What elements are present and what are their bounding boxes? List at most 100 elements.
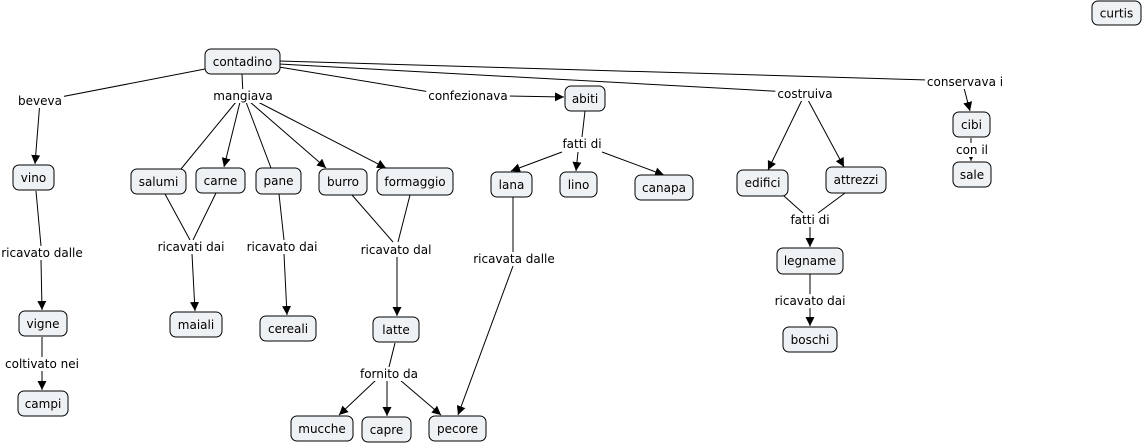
link-con-il: con il [956,143,988,157]
svg-text:boschi: boschi [791,333,830,347]
svg-text:lana: lana [499,178,525,192]
concept-contadino[interactable]: contadino [204,48,281,75]
concept-pane[interactable]: pane [255,167,302,195]
concept-burro[interactable]: burro [318,168,368,196]
svg-text:carne: carne [204,174,238,188]
svg-text:edifici: edifici [745,176,781,190]
link-ricavati-dai: ricavati dai [158,240,225,254]
svg-text:cereali: cereali [268,322,308,336]
svg-text:mucche: mucche [298,422,345,436]
connections [31,60,976,416]
svg-text:salumi: salumi [139,175,179,189]
svg-text:curtis: curtis [1100,7,1133,21]
link-label-background [924,75,1006,89]
concept-attrezzi[interactable]: attrezzi [825,166,887,194]
edge-contadino-confezionava [278,66,431,93]
svg-text:cibi: cibi [961,118,982,132]
link-label-background [426,89,510,103]
svg-text:legname: legname [784,254,836,268]
link-label-background [775,87,835,101]
concept-salumi[interactable]: salumi [130,168,187,195]
concept-boschi[interactable]: boschi [782,326,838,353]
edge-salumi-ricavati-dai [164,193,191,241]
edge-costruiva-attrezzi [807,99,845,168]
edge-contadino-beveva [39,68,206,102]
link-ricavato-dal: ricavato dal [361,243,432,257]
link-ricavata-dalle: ricavata dalle [473,252,555,266]
svg-text:vino: vino [21,171,46,185]
link-fatti-di-abiti: fatti di [562,137,601,151]
edge-fatti-di-lana [510,151,563,173]
link-label-background [471,252,557,266]
edge-mangiava-formaggio [255,100,387,169]
edge-burro-ricavato-dal [351,194,394,243]
edge-carne-ricavati-dai [192,192,217,241]
link-mangiava: mangiava [213,89,272,103]
concept-vigne[interactable]: vigne [18,310,68,337]
concept-mucche[interactable]: mucche [290,415,354,442]
link-label-background [953,143,991,157]
concept-campi[interactable]: campi [17,390,69,417]
link-label-background [3,357,81,371]
concept-cereali[interactable]: cereali [259,315,317,342]
link-label-background [16,94,64,108]
link-label-background [788,213,832,227]
svg-text:campi: campi [25,397,62,411]
concept-lino[interactable]: lino [559,171,598,198]
edge-abiti-fatti-di [581,110,586,138]
link-ricavato-dai-pane: ricavato dai [247,240,318,254]
edge-contadino-costruiva [278,63,791,93]
concepts: curtis contadino vino vigne campi salumi… [12,0,1142,443]
concept-legname[interactable]: legname [776,247,844,275]
edge-mangiava-salumi [180,101,237,170]
concept-lana[interactable]: lana [490,171,533,198]
concept-pecore[interactable]: pecore [428,415,487,442]
edge-ricavato-dai-cereali [282,253,292,316]
svg-text:maiali: maiali [178,318,214,332]
link-fatti-di-edifici: fatti di [790,213,829,227]
svg-text:pecore: pecore [437,422,478,436]
link-label-background [155,240,227,254]
svg-text:burro: burro [327,175,359,189]
edge-mangiava-pane [245,101,272,169]
concept-sale[interactable]: sale [952,161,992,188]
edge-attrezzi-fatti-di [817,192,846,214]
edge-edifici-fatti-di [783,195,804,214]
link-label-background [0,246,85,260]
concept-latte[interactable]: latte [372,316,420,343]
edge-ricavati-dai-maiali [190,253,200,312]
link-confezionava: confezionava [428,89,508,103]
concept-carne[interactable]: carne [195,167,246,194]
edge-latte-fornito-da [388,342,396,368]
edge-formaggio-ricavato-dal [397,194,411,243]
svg-text:pane: pane [264,174,294,188]
svg-text:lino: lino [568,178,590,192]
link-label-background [772,294,848,308]
concept-capre[interactable]: capre [361,416,412,443]
svg-text:latte: latte [382,323,409,337]
concept-maiali[interactable]: maiali [169,311,223,338]
link-label-background [244,240,320,254]
svg-text:vigne: vigne [26,317,59,331]
link-label-background [358,243,434,257]
concept-cibi[interactable]: cibi [952,111,991,138]
concept-canapa[interactable]: canapa [634,174,694,201]
concept-vino[interactable]: vino [12,164,55,191]
svg-text:capre: capre [370,423,404,437]
edge-fornito-da-mucche [338,379,377,416]
edge-costruiva-edifici [767,99,803,171]
edge-mangiava-burro [249,101,327,169]
edge-ricavato-dalle-vigne [37,259,47,311]
edge-conservava-cibi [963,87,973,112]
concept-curtis[interactable]: curtis [1091,0,1142,26]
svg-text:formaggio: formaggio [384,175,445,189]
link-fornito-da: fornito da [360,367,418,381]
concept-edifici[interactable]: edifici [736,169,789,197]
link-label-background [211,89,275,103]
edge-ricavata-dalle-pecore [456,265,514,416]
concept-abiti[interactable]: abiti [564,85,606,112]
concept-formaggio[interactable]: formaggio [376,167,454,196]
edge-beveva-vino [31,100,41,165]
edge-pane-ricavato-dai [278,193,285,241]
